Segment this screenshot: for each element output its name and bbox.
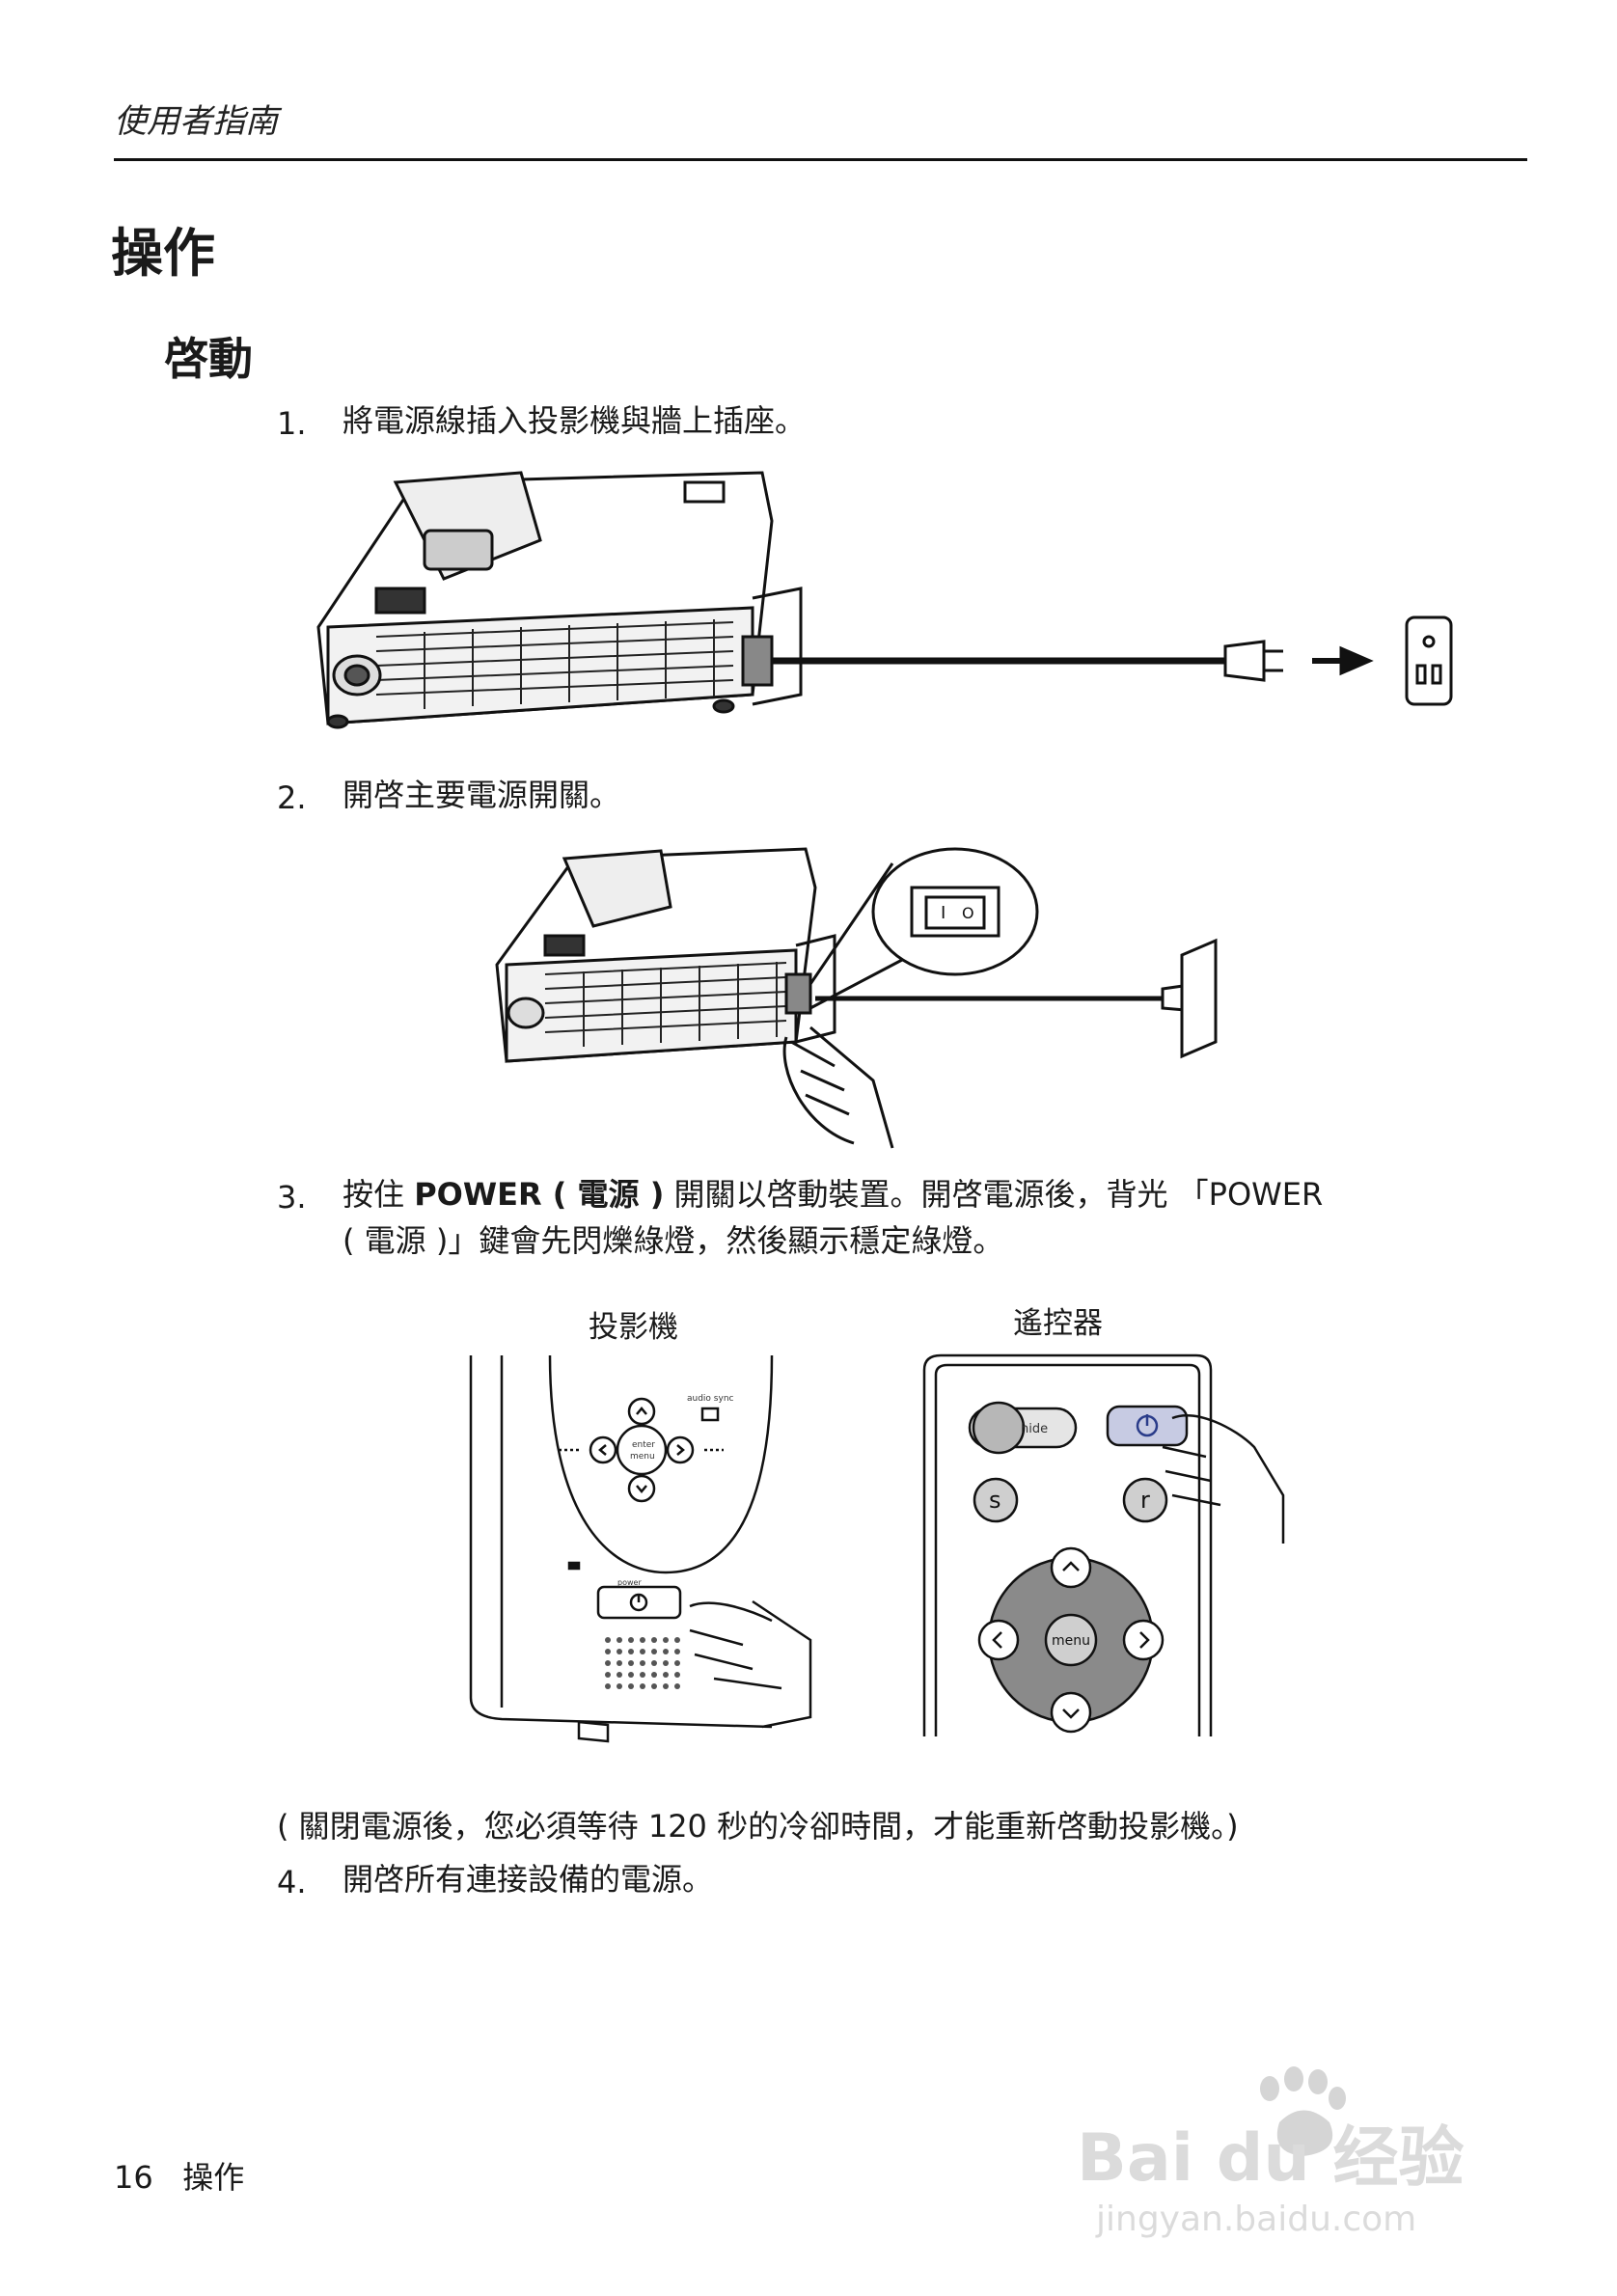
power-keyword: POWER ( 電源 ): [414, 1176, 665, 1213]
baidu-watermark: Bai du 经验 jingyan.baidu.com: [1077, 2064, 1521, 2239]
step-3-text-line2: ( 電源 )」鍵會先閃爍綠燈，然後顯示穩定綠燈。: [343, 1222, 1004, 1259]
power-button-label: power: [617, 1578, 642, 1587]
figure-main-power-switch: I O: [495, 847, 1218, 1149]
cooling-note: ( 關閉電源後，您必須等待 120 秒的冷卻時間，才能重新啓動投影機。): [277, 1808, 1239, 1845]
footer-section: 操作: [182, 2159, 245, 2196]
figure-remote-control: hide s r menu: [922, 1353, 1285, 1736]
page-footer: 16 操作: [114, 2153, 244, 2198]
figure-projector-plug: [316, 471, 1453, 729]
step-3-number: 3.: [277, 1179, 307, 1216]
caption-remote: 遙控器: [1013, 1306, 1103, 1341]
step-2-text: 開啓主要電源開關。: [343, 777, 621, 813]
panel-menu-label: menu: [630, 1452, 655, 1462]
step-4-number: 4.: [277, 1864, 307, 1900]
watermark-url: jingyan.baidu.com: [1095, 2200, 1416, 2239]
remote-menu-label: menu: [1052, 1633, 1090, 1649]
step-1-number: 1.: [277, 405, 307, 442]
running-header: 使用者指南: [114, 102, 278, 141]
s-button-label: s: [989, 1487, 1001, 1514]
r-button-label: r: [1140, 1487, 1150, 1514]
audio-sync-label: audio sync: [687, 1394, 734, 1404]
switch-off-label: O: [962, 904, 974, 922]
section-title: 啓動: [164, 333, 253, 385]
step-4-text: 開啓所有連接設備的電源。: [343, 1861, 714, 1898]
caption-projector: 投影機: [589, 1310, 678, 1345]
watermark-brand: Bai du 经验: [1077, 2120, 1464, 2197]
step-1-text: 將電源線插入投影機與牆上插座。: [343, 402, 807, 439]
figure-projector-panel: audio sync enter menu power: [469, 1354, 812, 1743]
page-number: 16: [114, 2159, 153, 2196]
chapter-title: 操作: [111, 223, 215, 284]
enter-label: enter: [632, 1440, 655, 1450]
hide-button-label: hide: [1021, 1422, 1048, 1436]
step-2-number: 2.: [277, 779, 307, 816]
header-divider: [114, 158, 1527, 161]
switch-on-label: I: [941, 903, 946, 923]
step-3-text-line1: 按住 POWER ( 電源 ) 開關以啓動裝置。開啓電源後，背光 「POWER: [343, 1176, 1324, 1213]
